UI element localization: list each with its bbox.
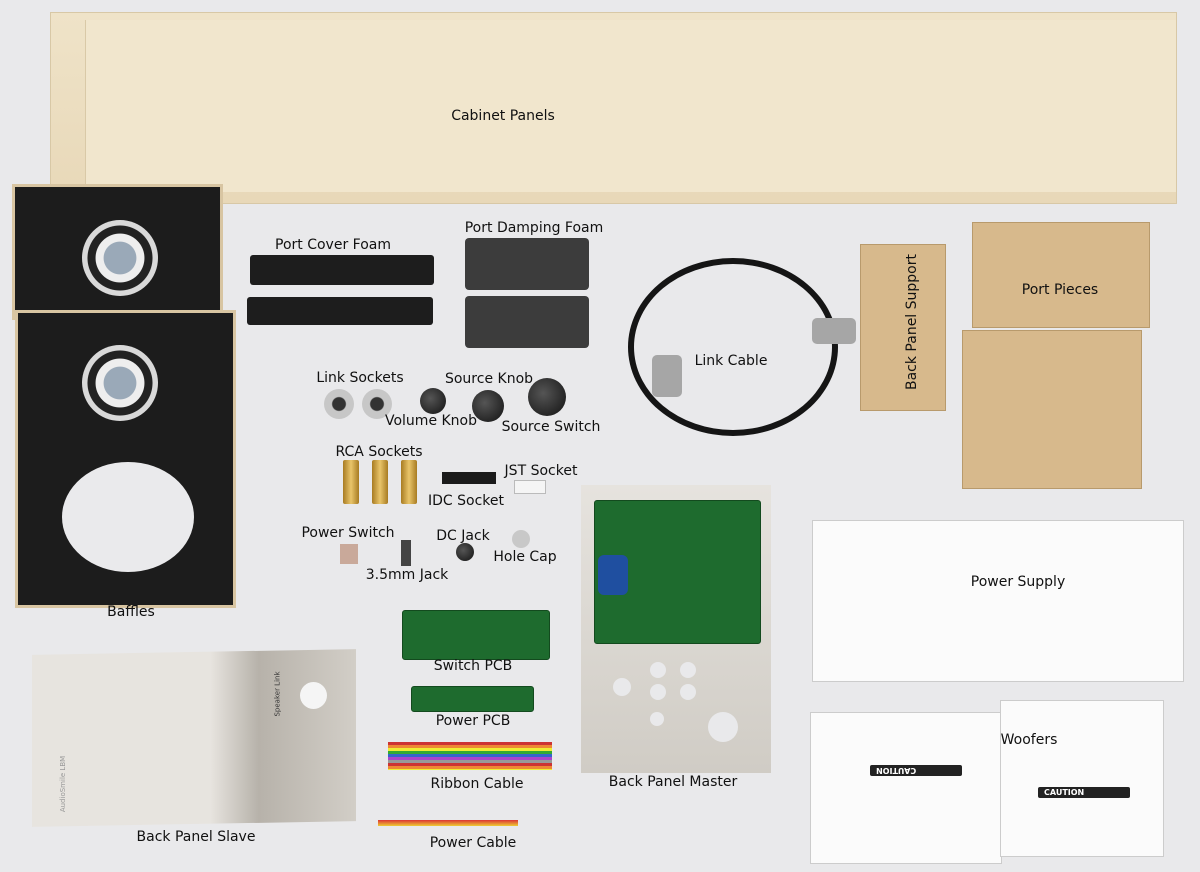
hole-cap xyxy=(512,530,530,548)
label-link-cable: Link Cable xyxy=(694,353,768,369)
label-3-5mm-jack: 3.5mm Jack xyxy=(365,567,449,583)
volume-knob xyxy=(420,388,446,414)
link-cable-coil xyxy=(628,258,838,436)
label-ribbon-cable: Ribbon Cable xyxy=(430,776,524,792)
back-panel-support xyxy=(860,244,946,411)
label-idc-socket: IDC Socket xyxy=(428,493,504,509)
capacitor xyxy=(598,555,628,595)
panel-hole xyxy=(680,662,696,678)
label-volume-knob: Volume Knob xyxy=(384,413,478,429)
label-dc-jack: DC Jack xyxy=(436,528,490,544)
label-rca-sockets: RCA Sockets xyxy=(335,444,423,460)
panel-hole xyxy=(708,712,738,742)
panel-hole xyxy=(680,684,696,700)
power-cable xyxy=(378,820,518,826)
panel-hole xyxy=(650,712,664,726)
rca-socket xyxy=(401,460,417,504)
link-socket xyxy=(362,389,392,419)
jack-35mm xyxy=(401,540,411,566)
tweeter-top xyxy=(82,220,158,296)
speaker-link-print: Speaker Link xyxy=(273,671,282,717)
link-socket xyxy=(324,389,354,419)
port-pieces-stack xyxy=(962,330,1142,489)
idc-socket xyxy=(442,472,496,484)
power-switch xyxy=(340,544,358,564)
label-power-supply: Power Supply xyxy=(970,574,1066,590)
switch-pcb xyxy=(402,610,550,660)
label-power-cable: Power Cable xyxy=(429,835,517,851)
woofer-box xyxy=(810,712,1002,864)
label-source-switch: Source Switch xyxy=(501,419,601,435)
label-port-pieces: Port Pieces xyxy=(1021,282,1099,298)
port-cover-foam-strip xyxy=(250,255,434,285)
source-knob xyxy=(472,390,504,422)
panel-hole xyxy=(613,678,631,696)
link-cable-connector xyxy=(652,355,682,397)
label-hole-cap: Hole Cap xyxy=(493,549,557,565)
tweeter-bottom xyxy=(82,345,158,421)
port-damping-foam-block xyxy=(465,238,589,290)
label-switch-pcb: Switch PCB xyxy=(433,658,513,674)
cabinet-panel-edge xyxy=(85,20,1176,192)
label-cabinet-panels: Cabinet Panels xyxy=(451,108,555,124)
label-back-panel-slave: Back Panel Slave xyxy=(136,829,256,845)
panel-hole xyxy=(650,662,666,678)
port-cover-foam-strip xyxy=(247,297,433,325)
label-source-knob: Source Knob xyxy=(444,371,534,387)
label-jst-socket: JST Socket xyxy=(504,463,578,479)
panel-hole xyxy=(650,684,666,700)
label-back-panel-master: Back Panel Master xyxy=(608,774,738,790)
label-power-pcb: Power PCB xyxy=(435,713,511,729)
label-port-damping-foam: Port Damping Foam xyxy=(464,220,604,236)
source-switch xyxy=(528,378,566,416)
woofer-cutout xyxy=(62,462,194,572)
audiosmile-lbm-print: AudioSmile LBM xyxy=(59,755,68,813)
port-pieces-top xyxy=(972,222,1150,328)
power-supply-box xyxy=(812,520,1184,682)
label-power-switch: Power Switch xyxy=(301,525,395,541)
label-port-cover-foam: Port Cover Foam xyxy=(275,237,391,253)
caution-sticker: CAUTION xyxy=(870,765,962,776)
rca-socket xyxy=(372,460,388,504)
power-pcb xyxy=(411,686,534,712)
dc-jack xyxy=(456,543,474,561)
rca-socket xyxy=(343,460,359,504)
label-woofers: Woofers xyxy=(1000,732,1058,748)
label-baffles: Baffles xyxy=(107,604,155,620)
back-panel-slave xyxy=(32,649,356,827)
label-link-sockets: Link Sockets xyxy=(316,370,404,386)
port-damping-foam-block xyxy=(465,296,589,348)
speaker-link-hole xyxy=(300,682,327,709)
caution-sticker: CAUTION xyxy=(1038,787,1130,798)
label-back-panel-support: Back Panel Support xyxy=(904,253,920,391)
ribbon-cable xyxy=(388,742,552,770)
link-cable-connector xyxy=(812,318,856,344)
woofer-box xyxy=(1000,700,1164,857)
jst-socket xyxy=(514,480,546,494)
